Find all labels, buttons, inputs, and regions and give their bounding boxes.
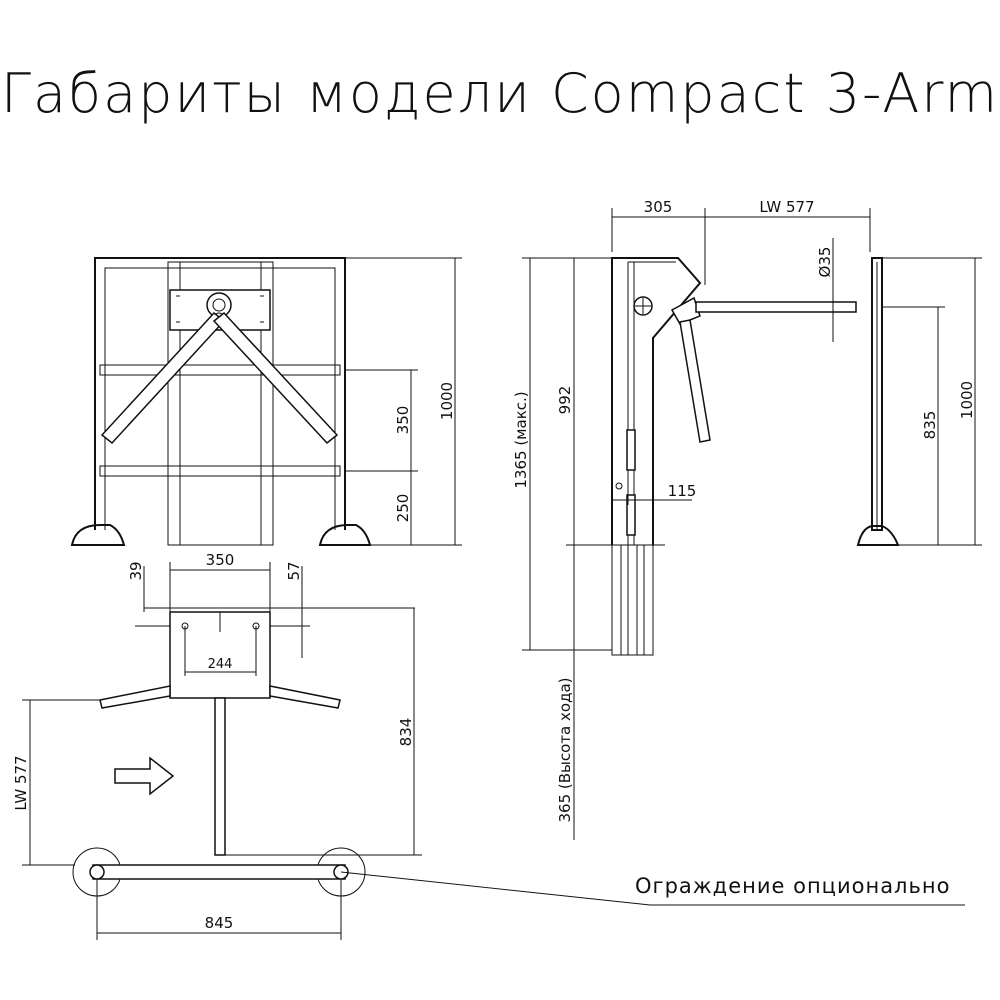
plan-width-label: 350 bbox=[206, 551, 235, 569]
plan-offset-right-label: 57 bbox=[285, 561, 303, 580]
plan-depth-label: 834 bbox=[397, 718, 415, 747]
front-pedestal bbox=[100, 261, 339, 546]
side-top-depth-label: 305 bbox=[644, 198, 673, 216]
side-total-height-label: 1365 (макс.) bbox=[512, 391, 530, 488]
page-title: Габариты модели Compact 3-Arm bbox=[0, 62, 1000, 125]
side-arm-down bbox=[679, 319, 711, 443]
side-arm-diameter-label: Ø35 bbox=[816, 247, 834, 278]
front-arm-right bbox=[212, 311, 339, 445]
plan-passage-width-label: LW 577 bbox=[12, 755, 30, 810]
plan-arm-center bbox=[214, 697, 226, 856]
side-hub bbox=[670, 296, 701, 325]
side-pedestal bbox=[600, 257, 702, 656]
plan-offset-left-label: 39 bbox=[127, 561, 145, 580]
front-view: 1000 350 250 bbox=[70, 257, 462, 546]
plan-arm-left bbox=[99, 685, 171, 709]
side-pedestal-height-label: 992 bbox=[556, 386, 574, 415]
front-height-label: 1000 bbox=[438, 382, 456, 420]
plan-fence-length-label: 845 bbox=[205, 914, 234, 932]
plan-view: 350 39 57 244 LW 577 bbox=[12, 551, 965, 940]
plan-arm-right bbox=[269, 685, 341, 709]
front-frame bbox=[70, 257, 372, 546]
direction-arrow-icon bbox=[114, 756, 175, 796]
front-lower-label: 250 bbox=[394, 494, 412, 523]
side-post bbox=[856, 257, 900, 546]
front-arm-left bbox=[100, 311, 226, 445]
side-foot-offset-label: 115 bbox=[668, 482, 697, 500]
side-post-height-label: 1000 bbox=[958, 381, 976, 419]
fence-note: Ограждение опционально bbox=[635, 874, 950, 898]
plan-hole-spacing-label: 244 bbox=[208, 657, 233, 672]
side-arm-horizontal bbox=[695, 301, 857, 313]
side-view: 305 LW 577 Ø35 1365 (макс.) 992 365 (Выс… bbox=[512, 198, 982, 840]
side-arm-height-label: 835 bbox=[921, 411, 939, 440]
front-upper-label: 350 bbox=[394, 406, 412, 435]
side-arm-length-label: LW 577 bbox=[759, 198, 814, 216]
side-passage-height-label: 365 (Высота хода) bbox=[556, 678, 574, 823]
